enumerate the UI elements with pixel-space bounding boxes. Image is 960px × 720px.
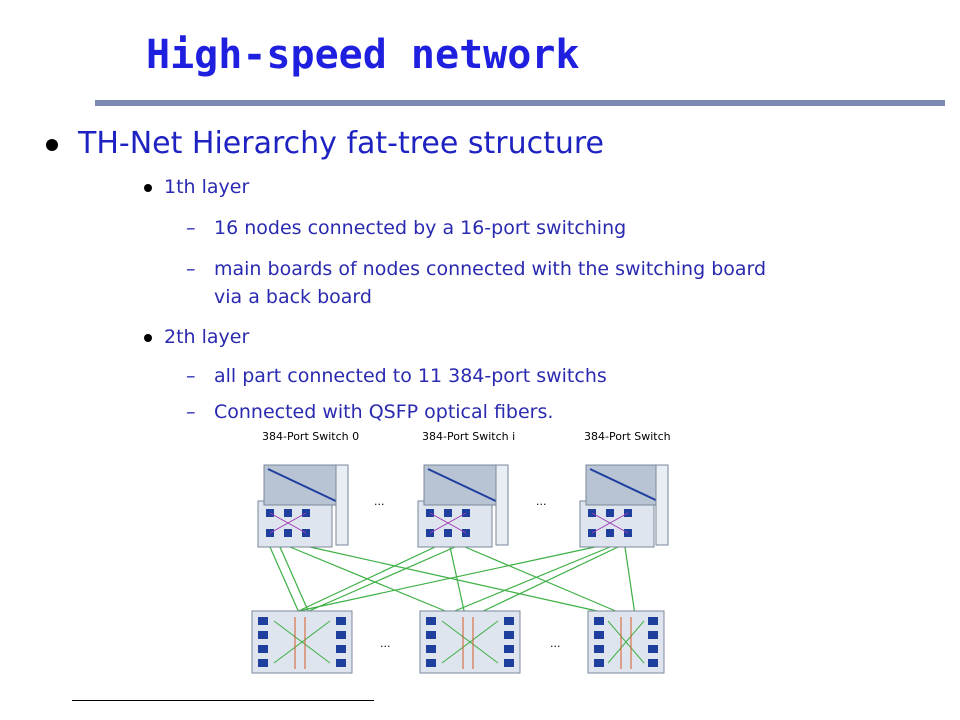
bullet-dot-icon bbox=[144, 333, 152, 342]
node-board bbox=[587, 610, 665, 674]
list-item-text: 16 nodes connected by a 16-port switchin… bbox=[214, 217, 627, 239]
dash-marker: – bbox=[186, 365, 196, 387]
ellipsis: ... bbox=[380, 637, 391, 650]
switch-chassis bbox=[417, 464, 509, 548]
ellipsis: ... bbox=[374, 495, 385, 508]
fat-tree-diagram: 384-Port Switch 0 384-Port Switch i 384-… bbox=[251, 430, 670, 674]
switch-label: 384-Port Switch 10 bbox=[584, 430, 670, 443]
bullet-layer2-text: 2th layer bbox=[164, 326, 250, 348]
switch-chassis bbox=[257, 464, 349, 548]
bullet-main-text: TH-Net Hierarchy fat-tree structure bbox=[78, 126, 605, 161]
list-item: –Connected with QSFP optical fibers. bbox=[186, 398, 553, 426]
list-item: –all part connected to 11 384-port switc… bbox=[186, 362, 607, 390]
bullet-main: TH-Net Hierarchy fat-tree structure bbox=[46, 126, 604, 161]
bullet-layer1-text: 1th layer bbox=[164, 176, 250, 198]
list-item-text: all part connected to 11 384-port switch… bbox=[214, 365, 607, 387]
list-item: –16 nodes connected by a 16-port switchi… bbox=[186, 214, 626, 242]
fiber-links bbox=[269, 546, 636, 616]
bullet-layer2: 2th layer bbox=[144, 326, 249, 348]
node-board bbox=[251, 610, 353, 674]
footnote-divider bbox=[72, 700, 374, 701]
bullet-layer1: 1th layer bbox=[144, 176, 249, 198]
ellipsis: ... bbox=[550, 637, 561, 650]
switch-chassis bbox=[579, 464, 669, 548]
switch-label: 384-Port Switch i bbox=[422, 430, 515, 443]
ellipsis: ... bbox=[536, 495, 547, 508]
switch-label: 384-Port Switch 0 bbox=[262, 430, 359, 443]
slide-title: High-speed network bbox=[146, 32, 580, 78]
bullet-dot-icon bbox=[46, 138, 58, 151]
node-board bbox=[419, 610, 521, 674]
list-item-text: Connected with QSFP optical fibers. bbox=[214, 401, 554, 423]
dash-marker: – bbox=[186, 401, 196, 423]
title-divider bbox=[95, 100, 945, 106]
list-item-text: main boards of nodes connected with the … bbox=[214, 258, 767, 308]
dash-marker: – bbox=[186, 217, 196, 239]
bullet-dot-icon bbox=[144, 183, 152, 192]
list-item: – main boards of nodes connected with th… bbox=[186, 255, 786, 311]
dash-marker: – bbox=[186, 258, 196, 280]
